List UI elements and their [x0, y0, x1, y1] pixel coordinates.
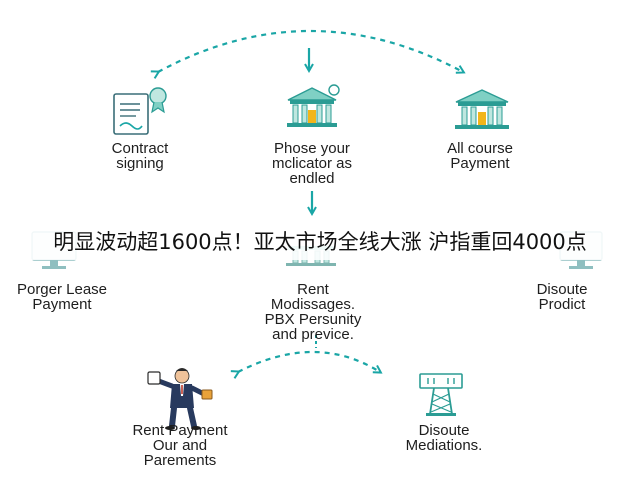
bank-icon: [455, 89, 509, 129]
headline-overlay: 明显波动超1600点！亚太市场全线大涨 沪指重回4000点: [0, 224, 640, 260]
businessman-icon: [147, 368, 213, 430]
contract-icon: [113, 87, 167, 135]
bottom-dashed-arc: [238, 351, 380, 372]
tower-icon: [419, 373, 463, 416]
top-dashed-arc: [158, 30, 463, 72]
bank-icon: [287, 84, 340, 127]
